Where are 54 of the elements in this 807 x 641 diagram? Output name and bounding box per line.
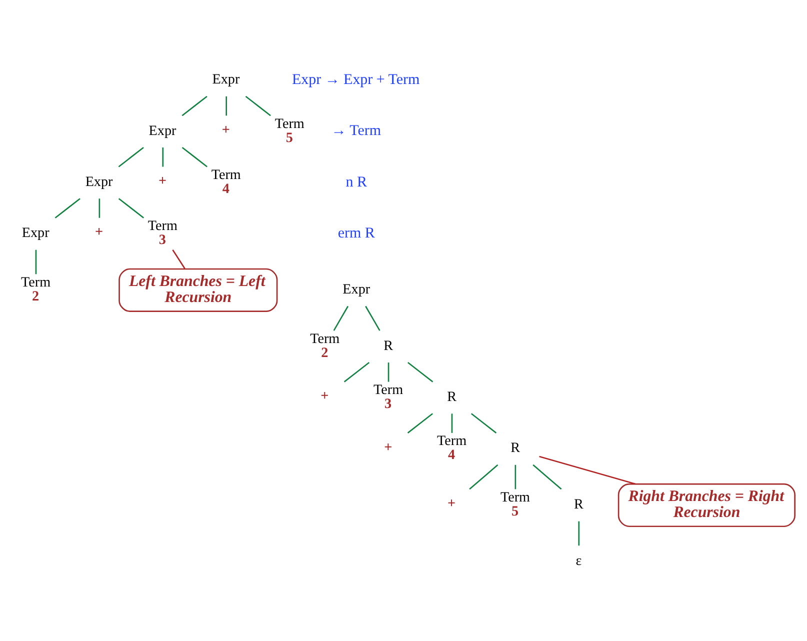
node-text: R [510,440,520,456]
connector [182,146,208,167]
node-text: R [574,496,584,512]
connector [162,146,164,166]
node-box: Right Branches = Right Recursion [618,482,796,527]
node-text: + [384,438,392,455]
connector [172,249,186,268]
node-text: Term 3 [374,381,404,412]
node-text: Term 3 [148,218,178,248]
connector [98,198,100,218]
connector [532,464,562,490]
label: → Term [331,122,382,139]
node-text: Term 4 [211,166,241,197]
node-text: Term 2 [310,330,340,360]
node-text: ε [576,552,582,568]
label: Expr → Expr + Term [292,72,420,88]
connector [388,362,390,382]
node-text: Expr [342,281,370,297]
label: n R [346,174,367,190]
node-text: Expr [85,173,113,190]
connector [469,464,498,490]
connector [54,198,80,218]
label: erm R [338,224,375,241]
connector [226,96,227,116]
connector [539,455,636,484]
connector [514,464,516,489]
node-text: Expr [22,224,50,241]
node-text: + [158,172,167,189]
connector [333,305,349,330]
connector [118,146,144,167]
connector [451,413,453,432]
connector [578,520,580,546]
connector [407,412,433,433]
connector [182,95,208,116]
node-text: + [95,224,104,240]
node-text: Term 2 [20,274,51,304]
node-box: Left Branches = Left Recursion [118,268,278,312]
connector [344,362,370,382]
node-text: Expr [212,71,240,88]
node-text: Term 5 [274,115,304,146]
connector [35,249,37,274]
connector [470,412,497,433]
node-text: + [320,388,329,404]
node-text: Term 4 [436,432,467,463]
node-text: R [384,337,394,354]
node-text: + [222,121,230,138]
node-text: Expr [148,122,176,138]
node-text: Term 5 [500,489,530,520]
connector [245,95,271,116]
node-text: + [448,495,456,512]
connector [118,198,144,218]
connector [408,362,434,382]
node-text: R [447,388,457,405]
connector [365,305,380,330]
